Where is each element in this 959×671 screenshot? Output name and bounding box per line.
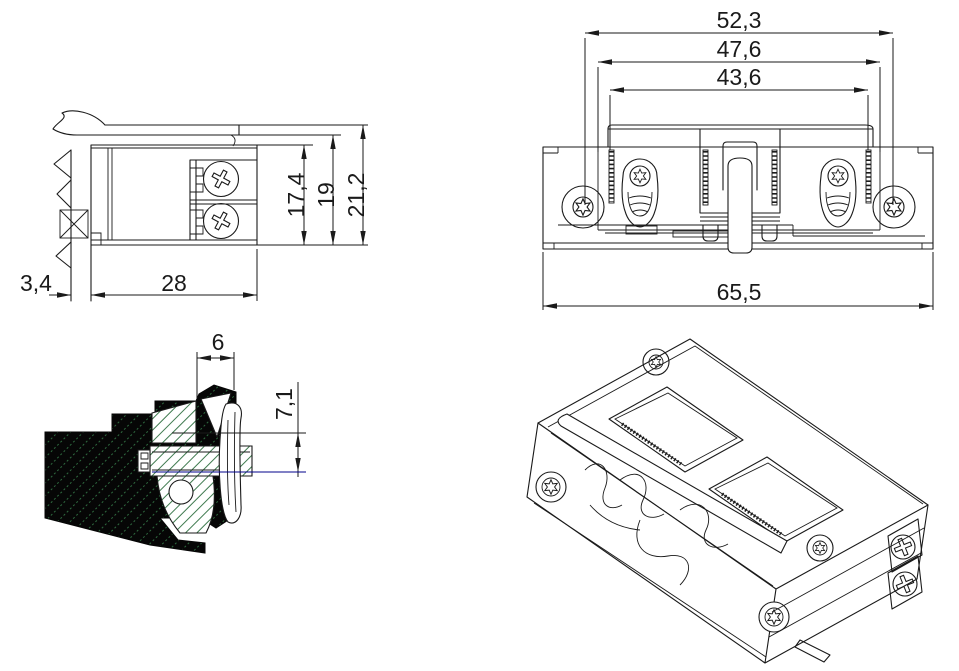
iso-silhouette (526, 338, 929, 664)
dim-label-21-2: 21,2 (343, 173, 369, 218)
keeper-serration (53, 149, 72, 209)
dim-label-7-1: 7,1 (271, 388, 297, 420)
front-view: 52,3 47,6 43,6 65,5 (542, 7, 934, 310)
dim-label-52-3: 52,3 (717, 7, 762, 33)
front-view-dimensions: 52,3 47,6 43,6 65,5 (542, 7, 934, 310)
dim-label-43-6: 43,6 (717, 64, 762, 90)
top-screw-front (806, 534, 834, 562)
adjustment-cam-left (621, 158, 659, 228)
terminal-screw-upper (202, 160, 240, 198)
keeper-pivot-bar (557, 413, 788, 554)
extension-lines (542, 38, 934, 310)
spring-levers (584, 463, 729, 586)
torx-icon (886, 198, 902, 216)
dim-label-6: 6 (212, 329, 225, 355)
dim-label-28: 28 (161, 270, 187, 296)
terminal-housing (189, 159, 258, 241)
front-view-body (542, 124, 934, 254)
keeper-tongue (727, 157, 753, 254)
iso-foot (794, 639, 831, 663)
torx-icon (575, 198, 591, 216)
torx-icon (814, 542, 826, 554)
channel-foot-left (702, 224, 719, 242)
adjustment-cam-right (819, 158, 857, 228)
side-section-view: 17,4 19 21,2 28 3,4 (20, 110, 369, 302)
latch-window-rear (608, 386, 744, 473)
terminal-screw-2 (892, 571, 918, 597)
top-plate (76, 124, 240, 136)
top-screw-rear (642, 348, 670, 376)
faceplate-edge (550, 432, 774, 587)
phillips-icon (893, 572, 917, 596)
dim-label-17-4: 17,4 (283, 172, 309, 217)
section-dimensions: 6 7,1 (152, 329, 306, 477)
lever-hole (168, 479, 194, 505)
side-view-dimensions: 17,4 19 21,2 28 3,4 (20, 124, 369, 301)
mounting-hole-left (561, 185, 605, 229)
terminal-screw-1 (890, 534, 916, 560)
phillips-icon (208, 208, 234, 234)
upper-body (607, 124, 874, 148)
faceplate-screw-right (758, 601, 790, 633)
mounting-hole-right (872, 185, 916, 229)
torx-icon (831, 168, 845, 184)
channel-foot-right (761, 224, 778, 242)
keeper-lip-profile (52, 110, 106, 136)
keeper-tab (722, 141, 758, 191)
dim-label-65-5: 65,5 (717, 279, 762, 305)
dim-label-3-4: 3,4 (20, 270, 52, 296)
iso-edges (537, 422, 929, 664)
faceplate-screw-left (535, 471, 567, 503)
frame-cross-section-view: 6 7,1 (44, 329, 306, 554)
terminal-clamp-upper (190, 167, 204, 193)
torx-icon (633, 168, 647, 184)
side-view-body (52, 110, 258, 302)
phillips-icon (208, 166, 234, 192)
dim-label-19: 19 (313, 182, 339, 208)
strike-lip (218, 402, 242, 524)
dim-label-47-6: 47,6 (717, 36, 762, 62)
terminal-screw-lower (202, 202, 240, 240)
keeper-channel (699, 128, 781, 214)
extension-lines (239, 124, 368, 246)
isometric-view (526, 338, 929, 664)
terminal-block-end (768, 518, 925, 638)
body-outline (90, 144, 258, 246)
terminal-clamp-lower (190, 209, 204, 235)
latch-window-front (708, 456, 844, 543)
